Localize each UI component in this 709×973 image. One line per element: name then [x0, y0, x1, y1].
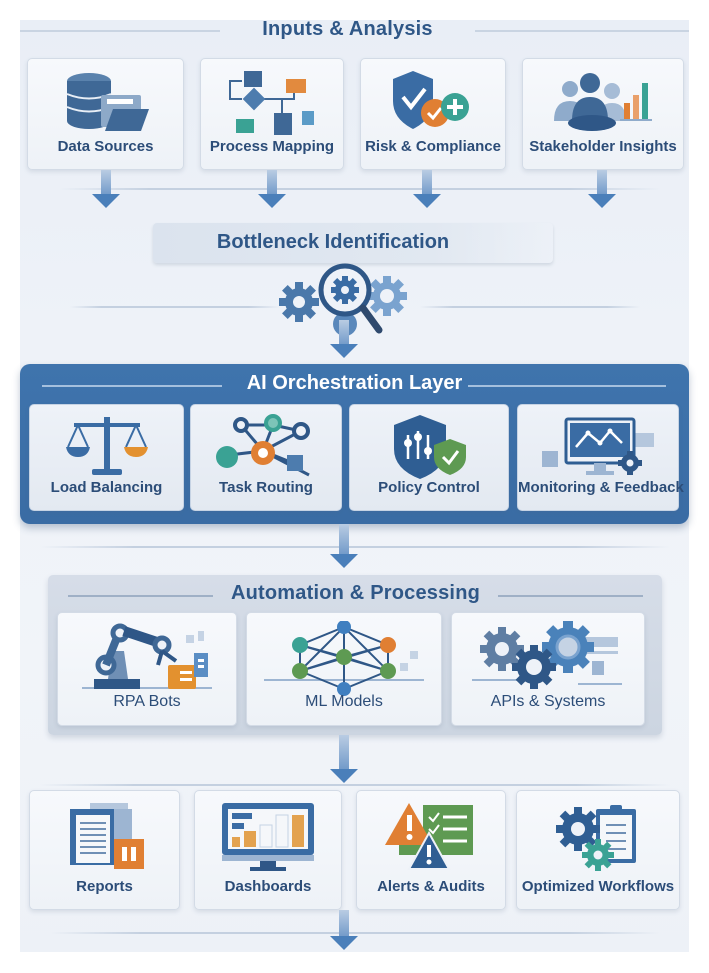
shield-sliders-icon [394, 415, 466, 479]
card-label: Optimized Workflows [521, 878, 675, 895]
magnifier-gears-icon [279, 263, 407, 336]
gears-icon [472, 621, 622, 689]
card-optimized-workflows[interactable]: Optimized Workflows [516, 790, 680, 910]
connector-line [50, 932, 660, 934]
card-apis-systems[interactable]: APIs & Systems [451, 612, 645, 726]
arrow-down [588, 170, 616, 210]
card-rpa-bots[interactable]: RPA Bots [57, 612, 237, 726]
automation-title: Automation & Processing [230, 582, 481, 604]
bottleneck-title: Bottleneck Identification [216, 231, 450, 253]
arrow-down [330, 524, 358, 574]
card-task-routing[interactable]: Task Routing [190, 404, 342, 511]
card-label: Load Balancing [50, 479, 163, 496]
arrow-down [92, 170, 120, 210]
card-label: Reports [76, 878, 133, 895]
title-rule [475, 30, 689, 32]
scale-icon [65, 417, 148, 475]
card-reports[interactable]: Reports [29, 790, 180, 910]
dashboard-monitor-icon [222, 803, 314, 871]
title-rule [20, 30, 220, 32]
connector-line [60, 188, 660, 190]
connector-line [40, 546, 670, 548]
title-rule [68, 595, 213, 597]
gear-clipboard-icon [556, 805, 636, 871]
card-monitoring-feedback[interactable]: Monitoring & Feedback [517, 404, 684, 511]
card-label: Dashboards [224, 878, 312, 895]
neural-network-icon [264, 621, 424, 696]
card-label: Risk & Compliance [365, 138, 501, 155]
card-label: RPA Bots [113, 693, 181, 710]
card-label: APIs & Systems [490, 693, 606, 710]
bottleneck-banner [153, 223, 553, 263]
documents-icon [69, 803, 144, 869]
connector-line [40, 784, 670, 786]
card-label: Data Sources [57, 138, 154, 155]
card-label: Alerts & Audits [377, 878, 485, 895]
card-process-mapping[interactable]: Process Mapping [200, 58, 344, 170]
network-nodes-icon [216, 414, 310, 477]
orchestration-layer: AI Orchestration Layer Load Balancing [20, 364, 689, 524]
card-risk-compliance[interactable]: Risk & Compliance [360, 58, 506, 170]
arrow-down [330, 735, 358, 787]
database-folder-icon [66, 73, 149, 131]
connector-line [420, 306, 640, 308]
card-label: Stakeholder Insights [529, 138, 677, 155]
connector-line [70, 306, 280, 308]
title-rule [42, 385, 222, 387]
card-policy-control[interactable]: Policy Control [349, 404, 509, 511]
card-load-balancing[interactable]: Load Balancing [29, 404, 184, 511]
arrow-down [330, 320, 358, 360]
arrow-down [330, 910, 358, 952]
warning-checklist-icon [385, 803, 473, 870]
card-label: Monitoring & Feedback [518, 479, 684, 496]
card-label: Task Routing [219, 479, 313, 496]
inputs-section-title: Inputs & Analysis [262, 18, 433, 40]
flowchart-icon [229, 71, 314, 135]
card-label: Process Mapping [209, 138, 335, 155]
orchestration-title: AI Orchestration Layer [246, 372, 463, 394]
people-chart-icon [554, 73, 652, 131]
automation-section: Automation & Processing [48, 575, 662, 735]
card-stakeholder-insights[interactable]: Stakeholder Insights [522, 58, 684, 170]
card-ml-models[interactable]: ML Models [246, 612, 442, 726]
card-alerts-audits[interactable]: Alerts & Audits [356, 790, 506, 910]
card-label: Policy Control [378, 479, 480, 496]
robot-arm-icon [82, 623, 212, 689]
title-rule [468, 385, 666, 387]
shield-check-icon [393, 71, 469, 129]
card-label: ML Models [305, 693, 383, 710]
diagram-panel: Inputs & Analysis Data Sources Process M… [20, 18, 689, 952]
monitor-chart-icon [542, 417, 654, 475]
card-dashboards[interactable]: Dashboards [194, 790, 342, 910]
title-rule [498, 595, 643, 597]
arrow-down [258, 170, 286, 210]
arrow-down [413, 170, 441, 210]
card-data-sources[interactable]: Data Sources [27, 58, 184, 170]
